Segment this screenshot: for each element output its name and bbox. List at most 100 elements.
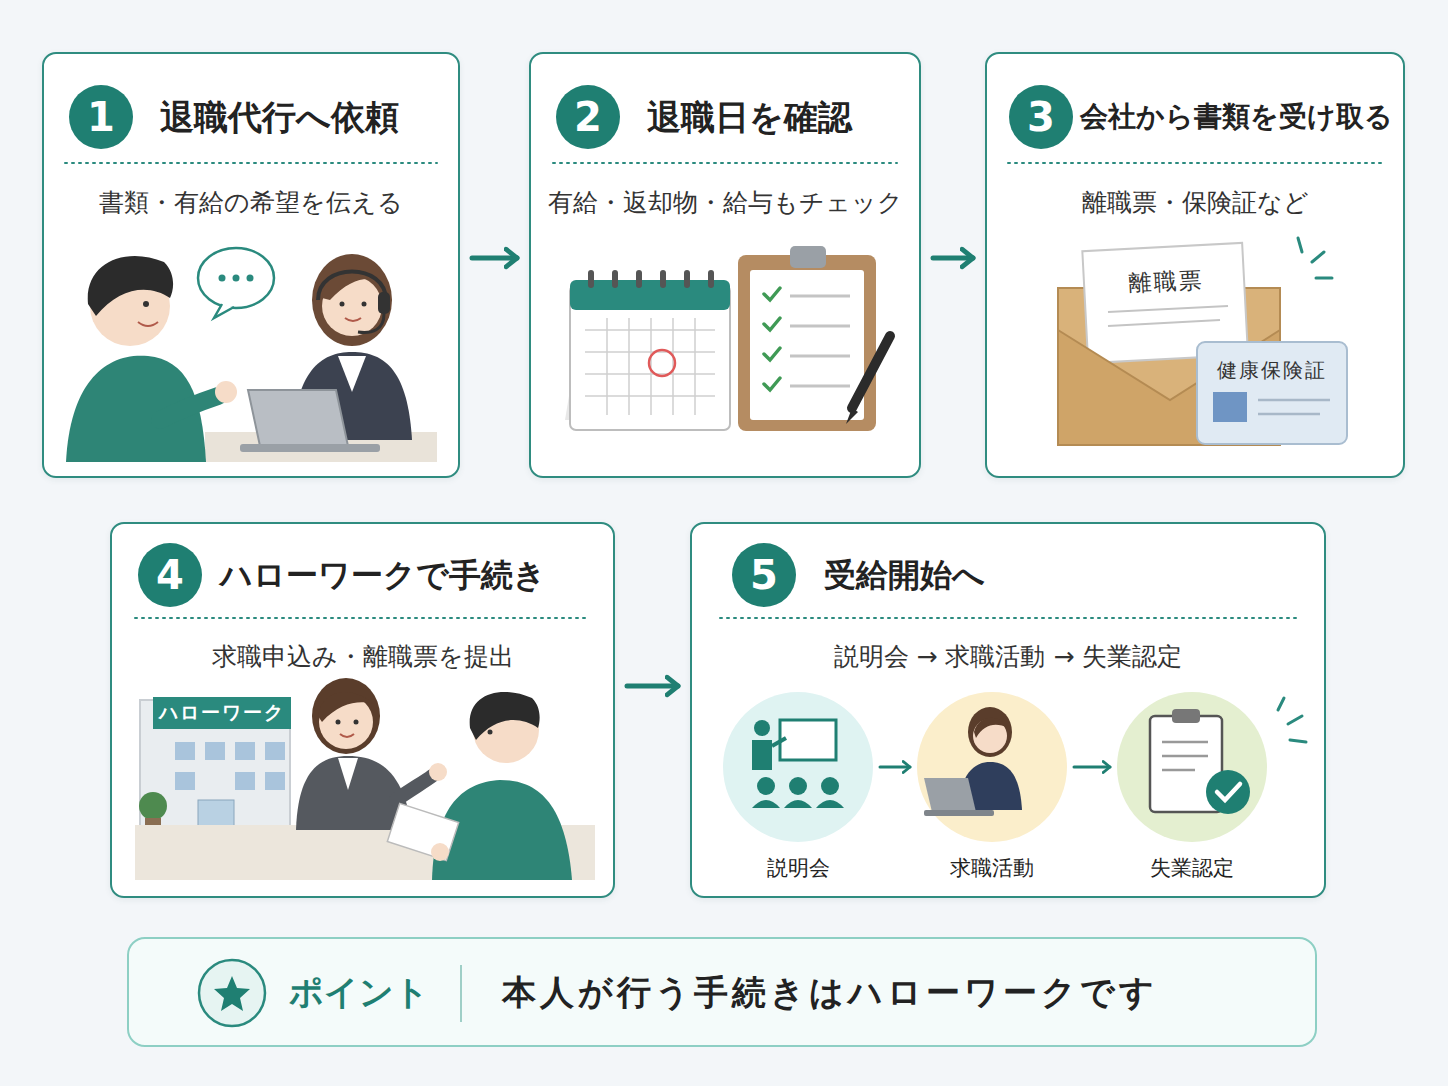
- consult-illustration-part: [318, 272, 386, 301]
- envelope-illustration-part: [1108, 306, 1228, 326]
- briefing-icon: [752, 720, 844, 808]
- separator-lines-part: [720, 617, 1300, 619]
- stage-label-wrap: 説明会: [683, 854, 913, 882]
- separator-lines-part: [553, 162, 897, 164]
- illustration-label-wrap: ハローワーク: [159, 700, 285, 726]
- consult-illustration-part: [205, 432, 437, 462]
- consult-illustration-part: [66, 356, 206, 462]
- envelope-illustration-part: [1197, 342, 1347, 444]
- consult-illustration-part: [322, 276, 382, 336]
- checklist-illustration-part: [790, 296, 850, 386]
- calendar-illustration-part-part: [628, 318, 630, 415]
- envelope-illustration-part-part: [1258, 399, 1330, 402]
- calendar-illustration-part-part: [585, 351, 715, 353]
- checklist-illustration-part-part: [764, 318, 780, 330]
- office-illustration-part: [319, 695, 373, 749]
- stage-circle: 求職活動: [917, 692, 1067, 842]
- step-card: 受給開始へ説明会 → 求職活動 → 失業認定5説明会求職活動失業認定: [690, 522, 1326, 898]
- checklist-illustration-part-part: [764, 348, 780, 360]
- point-box: ポイント本人が行う手続きはハローワークです: [127, 937, 1317, 1047]
- stage-label: 失業認定: [1150, 856, 1234, 880]
- calendar-illustration-part: [570, 280, 730, 310]
- step-subtitle-wrap: 求職申込み・離職票を提出: [112, 640, 613, 673]
- step-heading-wrap: 会社から書類を受け取る: [1080, 85, 1393, 149]
- point-star-icon-part: [460, 965, 462, 1022]
- point-message: 本人が行う手続きはハローワークです: [502, 972, 1158, 1012]
- calendar-illustration-part-part: [588, 270, 594, 288]
- certification-icon-part-part: [1162, 769, 1195, 772]
- checklist-illustration-part: [846, 408, 858, 424]
- checklist-illustration-part-part: [764, 378, 780, 390]
- office-illustration-part: [135, 825, 595, 880]
- separator-lines-part: [135, 617, 590, 619]
- checklist-illustration-part: [738, 255, 876, 431]
- step-number-badge: 3: [1009, 85, 1073, 149]
- office-illustration-part-part: [235, 742, 255, 760]
- separator-lines-part: [1008, 162, 1382, 164]
- step-number-badge: 5: [732, 543, 796, 607]
- illustration-label: ハローワーク: [159, 701, 285, 723]
- consult-illustration-part: [312, 254, 392, 346]
- step-card: 退職代行へ依頼書類・有給の希望を伝える1: [42, 52, 460, 478]
- certification-icon-part: [1172, 709, 1200, 723]
- office-illustration-part-part: [175, 742, 195, 760]
- point-star-icon-part: [199, 960, 265, 1026]
- office-illustration-part: [340, 734, 354, 737]
- checklist-illustration-part-part: [790, 295, 850, 298]
- stage-label-wrap: 求職活動: [877, 854, 1107, 882]
- consult-illustration-part: [138, 322, 158, 326]
- envelope-illustration-part-part: [1298, 238, 1302, 252]
- office-illustration-part: [198, 800, 234, 835]
- stage-label-wrap: 失業認定: [1077, 854, 1307, 882]
- flow-arrow: [1074, 766, 1110, 769]
- envelope-illustration-part: [1058, 330, 1280, 445]
- calendar-illustration-part-part: [585, 373, 715, 375]
- step-heading: 会社から書類を受け取る: [1080, 100, 1393, 133]
- office-illustration-part-part: [265, 742, 285, 760]
- consult-illustration-part: [378, 292, 390, 314]
- certification-icon: [1150, 698, 1306, 814]
- office-illustration-part-part: [175, 772, 195, 790]
- consult-illustration-part: [240, 444, 380, 452]
- separator-lines: [65, 163, 1382, 618]
- calendar-illustration-part-part: [612, 270, 618, 288]
- checklist-illustration-part-part: [790, 325, 850, 328]
- envelope-illustration-part-part: [1316, 277, 1332, 280]
- flow-arrow: [933, 256, 973, 261]
- briefing-icon-part-part: [789, 777, 807, 795]
- envelope-illustration-part: [1258, 400, 1330, 414]
- step-card: 退職日を確認有給・返却物・給与もチェック2: [529, 52, 921, 478]
- step-heading: 受給開始へ: [824, 556, 985, 594]
- flow-arrow: [627, 684, 678, 689]
- briefing-icon-part-part: [821, 777, 839, 795]
- certification-icon-part: [1206, 770, 1250, 814]
- certification-icon-part-part: [1288, 716, 1302, 724]
- consult-illustration-part: [340, 302, 345, 307]
- checklist-illustration-part-part: [790, 355, 850, 358]
- calendar-illustration-part: [588, 270, 714, 288]
- step-number: 5: [750, 552, 778, 598]
- envelope-illustration-part-part: [1108, 306, 1228, 312]
- step-subtitle: 有給・返却物・給与もチェック: [548, 188, 903, 217]
- envelope-illustration: [1058, 238, 1347, 445]
- envelope-illustration-part: [1082, 243, 1248, 363]
- job-search-icon-part: [924, 810, 994, 816]
- office-illustration-part: [318, 692, 374, 722]
- illustration-label-wrap: 離職票: [1128, 265, 1205, 300]
- office-illustration-part: [387, 803, 458, 860]
- office-illustration-part: [429, 763, 447, 781]
- step-subtitle-wrap: 離職票・保険証など: [987, 186, 1403, 219]
- step-subtitle-wrap: 有給・返却物・給与もチェック: [531, 186, 919, 219]
- office-illustration-part: [354, 720, 359, 725]
- briefing-icon-part-part: [816, 800, 844, 808]
- step-number: 1: [87, 94, 115, 140]
- step-heading-wrap: 退職日を確認: [647, 85, 852, 149]
- calendar-illustration-part: [565, 300, 730, 420]
- checklist-illustration-part: [750, 270, 864, 420]
- certification-icon-part: [1278, 698, 1306, 742]
- office-illustration-part: [296, 756, 412, 830]
- consult-illustration-part: [292, 352, 412, 440]
- checklist-illustration: [738, 246, 890, 431]
- job-search-icon-part: [924, 778, 976, 812]
